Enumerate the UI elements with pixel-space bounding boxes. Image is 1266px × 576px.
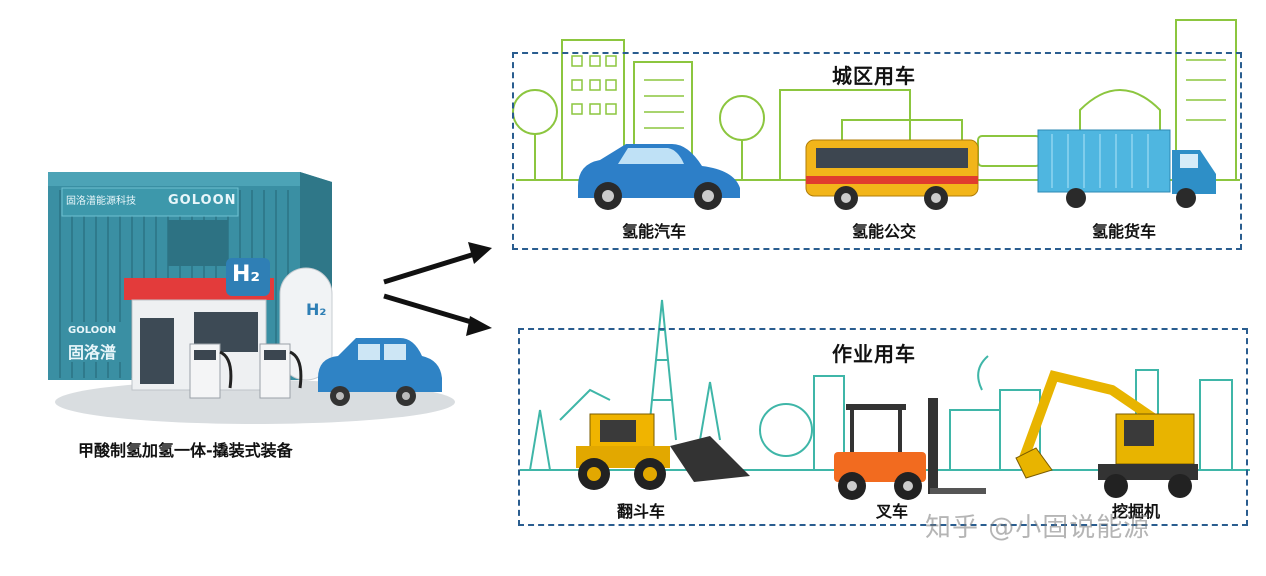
city-vehicle-label: 氢能货车: [1092, 222, 1157, 241]
brand-logo-en-small: GOLOON: [68, 325, 117, 336]
h2-tank-label: H₂: [306, 300, 327, 319]
hydrogen-truck-illustration: [1037, 129, 1216, 208]
arrow-to-city: [383, 242, 492, 285]
work-panel-title: 作业用车: [832, 342, 916, 366]
equipment-caption: 甲酸制氢加氢一体-撬装式装备: [78, 441, 293, 460]
hydrogen-car-illustration: [578, 144, 740, 210]
work-vehicle-label: 翻斗车: [617, 502, 666, 521]
hydrogen-bus-illustration: [805, 139, 979, 210]
hydrogen-equipment-illustration: [48, 172, 455, 424]
excavator-illustration: [1015, 370, 1198, 498]
city-vehicle-label: 氢能汽车: [622, 222, 687, 241]
city-vehicle-label: 氢能公交: [852, 222, 917, 241]
h2-sign-icon: H₂: [232, 262, 261, 287]
city-panel-title: 城区用车: [832, 64, 916, 88]
forklift-illustration: [834, 398, 986, 500]
brand-logo-cn-short: 固洛潽: [68, 343, 117, 362]
watermark: 知乎 @小固说能源: [925, 513, 1151, 543]
work-vehicles-panel: [518, 328, 1248, 526]
city-vehicles-panel: [512, 52, 1242, 250]
arrow-to-work: [383, 293, 492, 336]
brand-logo-en: GOLOON: [168, 193, 237, 208]
wheel-loader-illustration: [576, 413, 750, 490]
brand-name-cn: 固洛潽能源科技: [66, 196, 136, 207]
work-vehicle-label: 挖掘机: [1112, 502, 1161, 521]
work-vehicle-label: 叉车: [876, 502, 909, 521]
